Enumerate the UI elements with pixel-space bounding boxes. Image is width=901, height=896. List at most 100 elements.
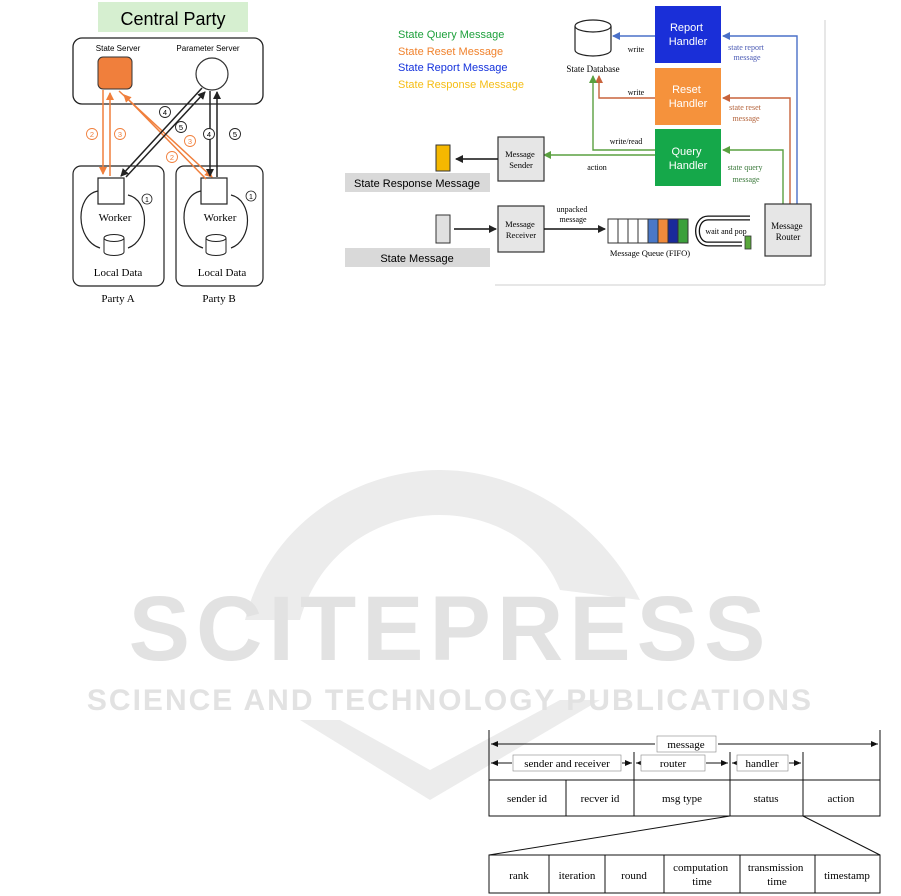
local-data-b-icon [205, 234, 227, 256]
state-report-message-label: state report message [728, 43, 766, 62]
state-response-tag-label: State Response Message [354, 178, 480, 190]
router-span-label-box [640, 754, 706, 772]
state-server-label: State Server [96, 44, 141, 53]
handler-span-label-box [736, 754, 789, 772]
reset-handler-box [655, 68, 721, 125]
local-data-b-label: Local Data [198, 267, 247, 279]
state-management-diagram: State Query Message State Reset Message … [345, 6, 826, 286]
arrow-reset-write [595, 75, 655, 99]
legend-report: State Report Message [398, 62, 507, 74]
handler-span-arrow-right [794, 760, 801, 766]
status-expand-right [802, 815, 881, 856]
svg-text:2: 2 [170, 153, 174, 162]
svg-text:3: 3 [188, 137, 192, 146]
message-receiver-label: Message Receiver [505, 219, 537, 240]
queue-slot-navy [667, 218, 679, 244]
state-message-tag-label: State Message [380, 253, 453, 265]
parameter-server-node [195, 57, 229, 91]
worker-a-node [97, 177, 125, 205]
legend-reset: State Reset Message [398, 46, 503, 58]
message-receiver-box [497, 205, 545, 253]
svg-text:5: 5 [179, 123, 183, 132]
message-router-label: Message Router [771, 221, 805, 242]
legend-query: State Query Message [398, 29, 504, 41]
watermark-emblem [245, 470, 640, 620]
status-transmission-time: transmission time [748, 862, 806, 888]
step-4-badge-diag: 4 [159, 106, 171, 118]
arrow-query-writeread [589, 75, 655, 151]
status-fields-row [488, 854, 881, 894]
query-handler-label: Query Handler [669, 146, 708, 172]
step-2-badge-diag: 2 [166, 151, 178, 163]
sender-receiver-span-label: sender and receiver [524, 758, 610, 770]
legend-response: State Response Message [398, 79, 524, 91]
message-router-box [764, 203, 812, 257]
arrow-a-to-param-diag [125, 91, 206, 178]
message-sender-box [497, 136, 545, 182]
party-b-box [175, 165, 264, 287]
local-data-a-label: Local Data [94, 267, 143, 279]
message-format-diagram: message sender and receiver router handl… [488, 730, 881, 894]
svg-text:4: 4 [163, 108, 167, 117]
queue-slot-blue [647, 218, 659, 244]
popped-message-token [744, 235, 752, 250]
watermark: SCITEPRESS SCIENCE AND TECHNOLOGY PUBLIC… [87, 470, 811, 800]
step-1-badge-b: 1 [245, 190, 257, 202]
status-round: round [621, 870, 647, 882]
field-recver-id: recver id [581, 793, 620, 805]
report-handler-box [655, 6, 721, 63]
state-database-icon [574, 19, 612, 57]
party-a-label: Party A [101, 293, 134, 305]
status-iteration: iteration [559, 870, 596, 882]
status-expand-left [488, 815, 731, 856]
query-handler-box [655, 129, 721, 186]
step-5-badge-diag: 5 [175, 121, 187, 133]
step-3-badge-diag: 3 [184, 135, 196, 147]
queue-slot-orange [657, 218, 669, 244]
message-queue-label: Message Queue (FIFO) [610, 248, 690, 258]
svg-text:1: 1 [145, 197, 149, 204]
wait-and-pop-label: wait and pop [705, 227, 746, 236]
handler-span-label: handler [746, 758, 779, 770]
state-response-tag [345, 173, 490, 192]
central-party-diagram: Central Party State Server Parameter Ser… [72, 2, 264, 305]
step-3-badge-a: 3 [114, 128, 126, 140]
worker-b-loop [183, 190, 249, 249]
state-reset-message-label: state reset message [729, 103, 763, 123]
state-message-tag [345, 248, 490, 267]
state-server-node [97, 56, 133, 90]
state-database-label: State Database [566, 64, 619, 74]
reset-write-label: write [628, 88, 645, 97]
report-write-label: write [628, 45, 645, 54]
router-span-arrow-right [721, 760, 728, 766]
svg-text:1: 1 [249, 194, 253, 201]
svg-text:3: 3 [118, 130, 122, 139]
message-span-arrow-right [871, 741, 878, 747]
field-msg-type: msg type [662, 793, 702, 805]
status-computation-time: computation time [673, 862, 731, 888]
message-span-arrow-left [491, 741, 498, 747]
message-sender-label: Message Sender [505, 149, 537, 170]
worker-a-label: Worker [99, 212, 132, 224]
status-rank: rank [509, 870, 529, 882]
query-writeread-label: write/read [610, 137, 642, 146]
legend: State Query Message State Reset Message … [398, 29, 524, 91]
action-label: action [587, 163, 607, 172]
arrow-router-query [722, 146, 784, 204]
arrow-router-reset [722, 94, 791, 204]
reset-handler-label: Reset Handler [669, 84, 708, 110]
svg-text:4: 4 [207, 130, 211, 139]
party-b-label: Party B [202, 293, 235, 305]
message-span-label: message [667, 739, 704, 751]
arrow-param-to-a-diag [120, 87, 203, 177]
worker-b-label: Worker [204, 212, 237, 224]
svg-text:2: 2 [90, 130, 94, 139]
watermark-emblem-lower [300, 700, 600, 800]
router-span-label: router [660, 758, 687, 770]
step-4-badge-b: 4 [203, 128, 215, 140]
message-span-label-box [656, 735, 717, 753]
response-message-token [435, 144, 451, 172]
field-status: status [753, 793, 778, 805]
step-2-badge-a: 2 [86, 128, 98, 140]
state-message-token [435, 214, 451, 244]
